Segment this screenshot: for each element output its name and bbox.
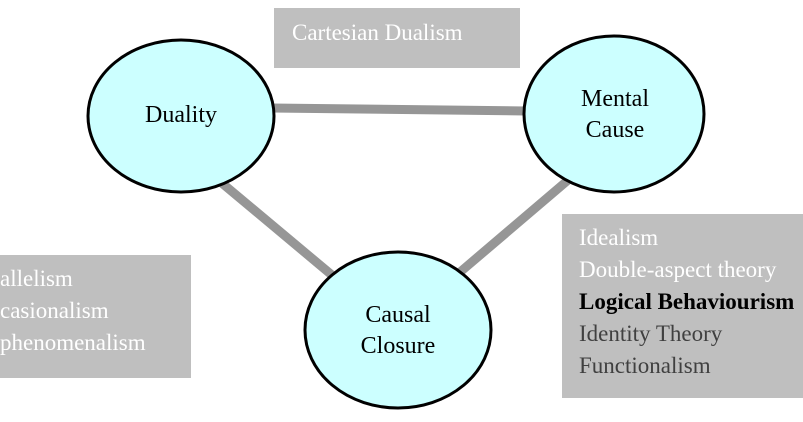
node-mental-cause[interactable] bbox=[522, 34, 706, 194]
causal-closure-label-line2: Closure bbox=[360, 333, 436, 359]
box-right-item-logical-behaviourism: Logical Behaviourism bbox=[579, 289, 795, 314]
duality-label: Duality bbox=[145, 102, 217, 128]
connector-duality-mental-cause bbox=[266, 103, 531, 116]
box-left-item: allelism bbox=[0, 266, 73, 291]
box-left-item: phenomenalism bbox=[0, 330, 146, 355]
connector-mental-cause-causal-closure bbox=[454, 176, 572, 278]
node-duality-label: Duality bbox=[101, 100, 261, 131]
box-cartesian-dualism: Cartesian Dualism bbox=[274, 8, 520, 68]
box-left-item: casionalism bbox=[0, 298, 109, 323]
box-right-item-idealism: Idealism bbox=[579, 225, 659, 250]
box-left-theories: allelism casionalism phenomenalism bbox=[0, 255, 191, 378]
box-right-item-identity-theory: Identity Theory bbox=[579, 321, 723, 346]
box-right-item-functionalism: Functionalism bbox=[579, 353, 711, 378]
causal-closure-label-line1: Causal bbox=[365, 302, 431, 328]
node-duality[interactable] bbox=[86, 38, 276, 194]
box-top-item: Cartesian Dualism bbox=[292, 20, 463, 45]
node-mental-cause-label: Mental Cause bbox=[535, 84, 695, 146]
node-causal-closure[interactable] bbox=[303, 250, 493, 410]
node-causal-closure-label: Causal Closure bbox=[318, 300, 478, 362]
connector-duality-causal-closure bbox=[218, 179, 338, 281]
box-right-theories: Idealism Double-aspect theory Logical Be… bbox=[562, 214, 803, 398]
mental-cause-label-line2: Cause bbox=[585, 117, 645, 143]
mental-cause-label-line1: Mental bbox=[581, 86, 649, 112]
box-right-item-double-aspect: Double-aspect theory bbox=[579, 257, 777, 282]
